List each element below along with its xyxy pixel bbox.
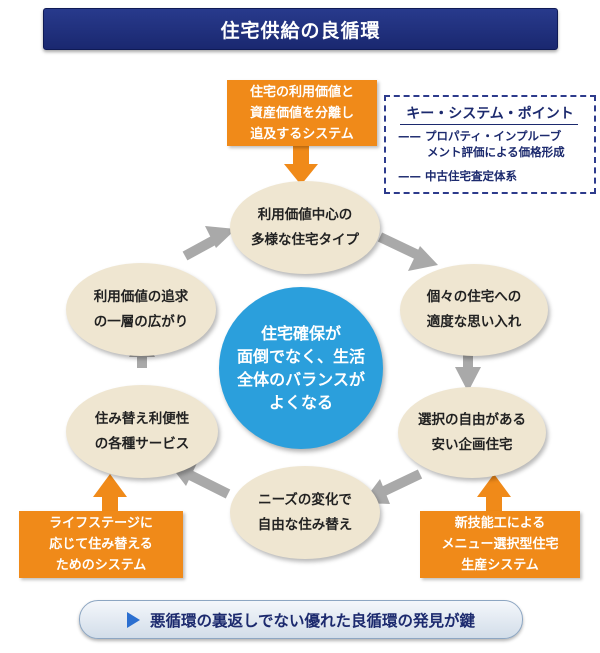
- key-point-text: メント評価による価格形成: [427, 145, 565, 159]
- input-box-text: 新技能工による: [454, 516, 546, 531]
- cycle-node-text: 住み替え利便性: [94, 410, 190, 427]
- cycle-node-text: 利用価値の追求: [93, 288, 189, 305]
- cycle-node-text: 適度な思い入れ: [426, 314, 522, 330]
- input-box-text: 応じて住み替える: [49, 537, 153, 552]
- key-point-text: プロパティ・インプルーブ: [425, 129, 562, 143]
- triangle-right-icon: [126, 611, 140, 628]
- footer-text: 悪循環の裏返しでない優れた良循環の発見が鍵: [149, 611, 476, 630]
- input-box-text: ライフステージに: [49, 516, 153, 531]
- input-box-text: 生産システム: [461, 558, 539, 573]
- key-point-item: —— 中古住宅査定体系: [398, 168, 517, 184]
- cycle-node-top: 利用価値中心の 多様な住宅タイプ: [230, 181, 380, 274]
- input-box-right: 新技能工による メニュー選択型住宅 生産システム: [420, 511, 580, 578]
- cycle-node-upper-right: 個々の住宅への 適度な思い入れ: [400, 264, 548, 356]
- center-text: 全体のバランスが: [237, 370, 365, 389]
- key-point-item: —— プロパティ・インプルーブ メント評価による価格形成: [398, 128, 565, 160]
- input-box-left: ライフステージに 応じて住み替える ためのシステム: [19, 511, 183, 578]
- cycle-node-lower-right: 選択の自由がある 安い企画住宅: [398, 387, 546, 478]
- input-box-text: ためのシステム: [55, 558, 147, 573]
- cycle-node-text: 多様な住宅タイプ: [251, 231, 359, 248]
- cycle-node-text: の各種サービス: [94, 435, 190, 452]
- arrow-top-to-upper-right: [377, 232, 423, 261]
- cycle-node-text: 安い企画住宅: [431, 436, 513, 453]
- cycle-node-text: 自由な住み替え: [257, 516, 353, 533]
- arrow-bottom-to-lower-left: [187, 470, 231, 499]
- center-circle: 住宅確保が 面倒でなく、生活 全体のバランスが よくなる: [219, 287, 383, 449]
- cycle-node-text: 選択の自由がある: [418, 411, 526, 428]
- center-text: よくなる: [268, 393, 333, 412]
- cycle-node-upper-left: 利用価値の追求 の一層の広がり: [66, 263, 216, 356]
- cycle-node-text: ニーズの変化で: [258, 491, 352, 508]
- input-box-top: 住宅の利用価値と 資産価値を分離し 追及するシステム: [227, 80, 377, 146]
- cycle-node-text: の一層の広がり: [93, 313, 189, 330]
- input-box-text: 資産価値を分離し: [249, 105, 354, 121]
- key-points-heading: キー・システム・ポイント: [406, 106, 574, 122]
- cycle-node-text: 利用価値中心の: [257, 206, 353, 223]
- input-box-text: 住宅の利用価値と: [249, 84, 354, 100]
- footer-banner: 悪循環の裏返しでない優れた良循環の発見が鍵: [79, 600, 523, 639]
- center-text: 面倒でなく、生活: [236, 347, 365, 366]
- key-points-box: キー・システム・ポイント —— プロパティ・インプルーブ メント評価による価格形…: [384, 95, 596, 194]
- page-title: 住宅供給の良循環: [43, 8, 558, 50]
- center-text: 住宅確保が: [260, 324, 341, 343]
- input-box-text: メニュー選択型住宅: [441, 537, 559, 552]
- cycle-node-text: 個々の住宅への: [426, 289, 522, 305]
- key-point-text: 中古住宅査定体系: [425, 169, 518, 183]
- dash: ——: [398, 169, 421, 183]
- key-points-underline: [400, 124, 578, 125]
- input-box-text: 追及するシステム: [250, 126, 354, 142]
- cycle-node-lower-left: 住み替え利便性 の各種サービス: [66, 385, 218, 478]
- arrow-lower-right-to-bottom: [375, 469, 423, 499]
- dash: ——: [398, 129, 421, 143]
- cycle-node-bottom: ニーズの変化で 自由な住み替え: [230, 466, 380, 559]
